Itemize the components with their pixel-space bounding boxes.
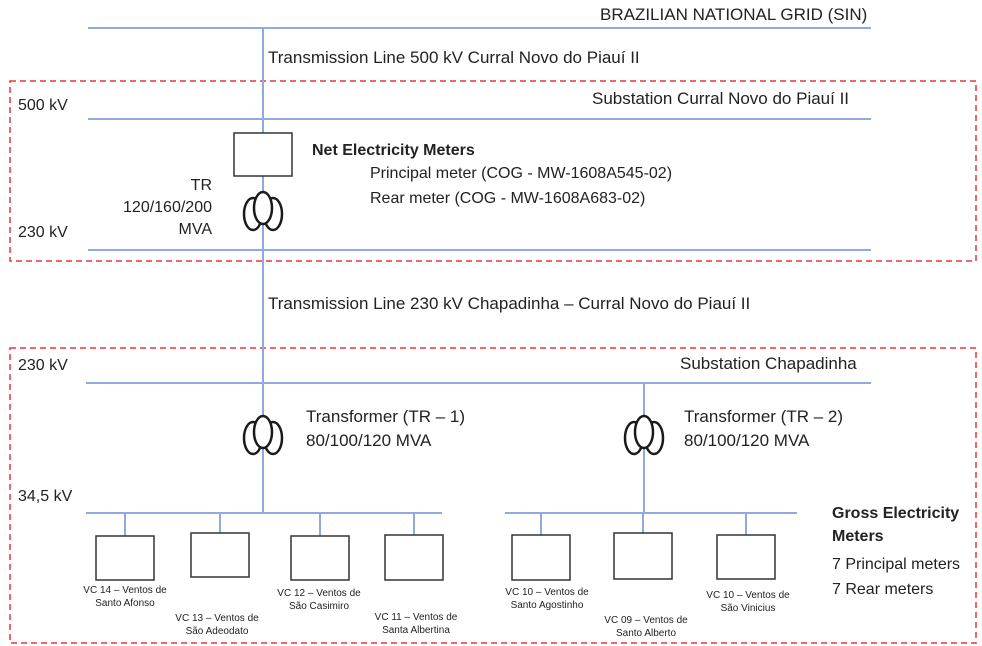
gross-meters-title-line: Meters bbox=[832, 528, 884, 545]
hv-500kv-label: 500 kV bbox=[18, 97, 68, 114]
lv-230kv-label-curral: 230 kV bbox=[18, 224, 68, 241]
feeder-label: VC 11 – Ventos de Santa Albertina bbox=[356, 612, 476, 637]
feeder-label: VC 10 – Ventos de São Vinicius bbox=[688, 590, 808, 615]
feeder-label-line: São Casimiro bbox=[288, 600, 350, 612]
feeder-label: VC 13 – Ventos de São Adeodato bbox=[157, 613, 277, 638]
tr-curral-label: TR 120/160/200 MVA bbox=[92, 175, 212, 241]
feeder-label-line: VC 10 – Ventos de bbox=[505, 587, 589, 598]
gross-meters-rear: 7 Rear meters bbox=[832, 581, 934, 598]
feeder-label-line: Santo Agostinho bbox=[510, 599, 584, 611]
tr-curral-label-line: TR bbox=[190, 177, 212, 194]
feeder-label-line: VC 11 – Ventos de bbox=[374, 612, 458, 623]
gross-meter-box bbox=[384, 534, 444, 581]
feeder-label-line: VC 09 – Ventos de bbox=[604, 615, 688, 626]
feeder-label: VC 10 – Ventos de Santo Agostinho bbox=[487, 587, 607, 612]
substation-chapadinha-label: Substation Chapadinha bbox=[680, 354, 857, 373]
gross-meters-principal: 7 Principal meters bbox=[832, 556, 961, 573]
substation-curral-label: Substation Curral Novo do Piauí II bbox=[592, 89, 850, 108]
feeder-label-line: VC 10 – Ventos de bbox=[706, 590, 790, 601]
transformer-tr1-icon bbox=[242, 414, 284, 456]
feeder-meters bbox=[95, 513, 776, 581]
feeder-label-line: São Vinicius bbox=[720, 602, 776, 614]
gross-meter-box bbox=[613, 532, 673, 580]
tr-curral-label-line: MVA bbox=[178, 221, 212, 238]
net-meter-box bbox=[233, 132, 293, 177]
transformer-tr2-icon bbox=[623, 414, 665, 456]
feeder-label-line: São Adeodato bbox=[185, 625, 249, 637]
gross-meter-box bbox=[511, 534, 571, 581]
feeder-label-line: VC 14 – Ventos de bbox=[83, 585, 167, 596]
tr2-label: Transformer (TR – 2) 80/100/120 MVA bbox=[684, 405, 843, 453]
line-230kv-label: Transmission Line 230 kV Chapadinha – Cu… bbox=[268, 294, 751, 313]
gross-meter-box bbox=[290, 535, 350, 581]
gross-meter-box bbox=[716, 534, 776, 580]
feeder-label-line: Santo Afonso bbox=[95, 597, 155, 609]
tr1-label-line: Transformer (TR – 1) bbox=[306, 407, 466, 426]
net-meters-title: Net Electricity Meters bbox=[312, 142, 475, 159]
transformer-tr-curral-icon bbox=[242, 190, 284, 232]
net-meters-principal: Principal meter (COG - MW-1608A545-02) bbox=[370, 165, 673, 182]
gross-meter-box bbox=[95, 535, 155, 581]
gross-meter-box bbox=[190, 532, 250, 578]
feeder-label-line: VC 12 – Ventos de bbox=[277, 588, 361, 599]
feeder-label: VC 12 – Ventos de São Casimiro bbox=[259, 588, 379, 613]
tr1-label: Transformer (TR – 1) 80/100/120 MVA bbox=[306, 405, 465, 453]
tr2-label-line: Transformer (TR – 2) bbox=[684, 407, 844, 426]
substation-curral-boundary bbox=[9, 80, 977, 262]
hv-230kv-label-chapadinha: 230 kV bbox=[18, 357, 68, 374]
tr2-label-line: 80/100/120 MVA bbox=[684, 431, 810, 450]
gross-meters-title: Gross Electricity Meters bbox=[832, 502, 959, 548]
feeder-label-line: VC 13 – Ventos de bbox=[175, 613, 259, 624]
grid-label: BRAZILIAN NATIONAL GRID (SIN) bbox=[600, 5, 868, 24]
line-500kv-label: Transmission Line 500 kV Curral Novo do … bbox=[268, 48, 640, 67]
feeder-label: VC 14 – Ventos de Santo Afonso bbox=[65, 585, 185, 610]
net-meters-rear: Rear meter (COG - MW-1608A683-02) bbox=[370, 190, 646, 207]
tr1-label-line: 80/100/120 MVA bbox=[306, 431, 432, 450]
feeder-label-line: Santo Alberto bbox=[615, 627, 677, 639]
feeder-label-line: Santa Albertina bbox=[382, 624, 450, 636]
tr-curral-label-line: 120/160/200 bbox=[123, 199, 212, 216]
feeder-label: VC 09 – Ventos de Santo Alberto bbox=[586, 615, 706, 640]
gross-meters-title-line: Gross Electricity bbox=[832, 505, 960, 522]
lv-34kv-label: 34,5 kV bbox=[18, 488, 73, 505]
substation-chapadinha-boundary bbox=[9, 347, 977, 644]
